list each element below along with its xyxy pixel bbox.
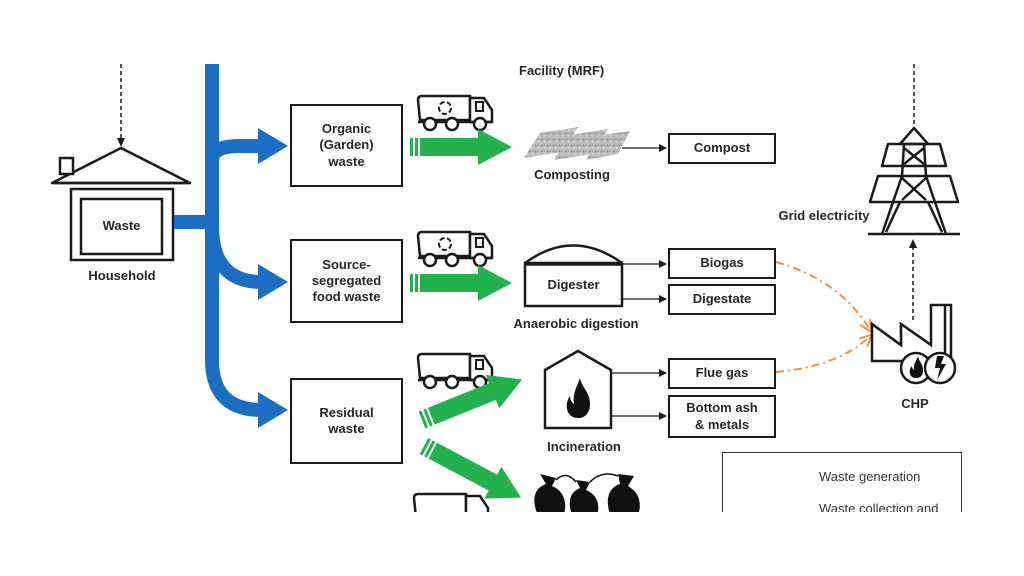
digester-icon (523, 244, 624, 308)
blue-arrowhead-food (258, 264, 288, 300)
stream-residual-waste: Residual waste (290, 378, 403, 464)
bottom-ash-line-1: Bottom ash (686, 400, 758, 416)
incineration-label: Incineration (547, 439, 621, 454)
grid-electricity-label: Grid electricity (778, 208, 870, 223)
mrf-label: Facility (MRF) (519, 64, 605, 78)
food-line-3: food waste (312, 289, 381, 305)
electricity-pylon-icon (868, 126, 960, 236)
residual-line-2: waste (328, 421, 365, 436)
stream-organic-garden-waste: Organic (Garden) waste (290, 104, 403, 187)
legend: Waste generation Waste collection and (722, 452, 962, 512)
flue-gas-to-chp-flow (775, 336, 870, 373)
chp-to-grid-arrowhead (909, 239, 917, 248)
collection-truck-icon-landfill (412, 492, 490, 512)
chp-label: CHP (901, 396, 929, 411)
bottom-ash-line-2: & metals (694, 416, 750, 432)
composting-windrows-icon (524, 127, 630, 160)
incinerator-icon (543, 349, 613, 430)
collection-truck-icon-residual (416, 352, 494, 390)
output-bottom-ash-metals: Bottom ash & metals (668, 395, 776, 438)
food-line-2: segregated (311, 272, 382, 288)
household-label: Household (88, 268, 156, 283)
green-arrow-incineration (418, 374, 523, 429)
household-waste-label: Waste (102, 218, 141, 233)
household-house-icon (50, 146, 192, 262)
output-digestate: Digestate (668, 284, 776, 315)
green-arrow-organic (410, 129, 512, 165)
green-arrow-landfill (419, 438, 522, 499)
legend-item-waste-collection: Waste collection and (819, 501, 939, 512)
landfill-bags-icon (534, 473, 640, 512)
diagram-viewport: Facility (MRF) Waste Household Organic (… (0, 64, 1024, 512)
digester-label: Digester (547, 277, 600, 292)
output-compost: Compost (668, 133, 776, 164)
flame-icon (566, 378, 590, 418)
output-biogas: Biogas (668, 248, 776, 279)
residual-line-1: Residual (319, 404, 374, 420)
chp-lightning-icon (935, 356, 946, 380)
green-arrow-food (410, 265, 512, 301)
waste-generation-flow (174, 64, 263, 417)
food-line-1: Source- (322, 256, 371, 272)
anaerobic-digestion-label: Anaerobic digestion (513, 316, 639, 331)
legend-item-waste-generation: Waste generation (819, 469, 921, 484)
organic-line-1: Organic (321, 121, 372, 137)
output-flue-gas: Flue gas (668, 358, 776, 389)
biogas-to-chp-flow (775, 261, 870, 330)
recycling-truck-icon-2 (416, 230, 494, 268)
composting-label: Composting (534, 167, 610, 182)
blue-arrowhead-organic (258, 128, 288, 164)
blue-arrowhead-residual (258, 392, 288, 428)
recycling-truck-icon-1 (416, 94, 494, 132)
household-input-arrowhead (117, 138, 125, 147)
diagram-canvas (50, 64, 960, 512)
stream-source-segregated-food-waste: Source- segregated food waste (290, 239, 403, 323)
organic-line-3: waste (328, 153, 365, 169)
chp-flame-icon (909, 356, 923, 378)
organic-line-2: (Garden) (319, 137, 374, 153)
